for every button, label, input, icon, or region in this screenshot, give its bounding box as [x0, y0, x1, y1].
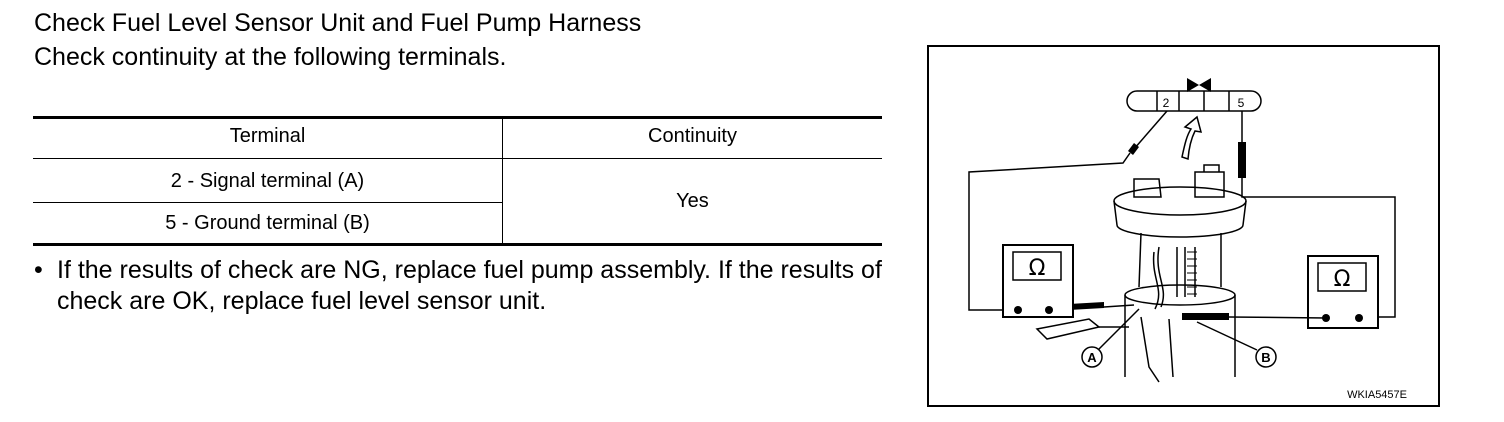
table-header-rule — [33, 158, 882, 159]
table-top-rule — [33, 116, 882, 119]
terminal-5-label: 5 — [1238, 96, 1245, 110]
ohm-icon-left: Ω — [1029, 256, 1046, 281]
table-bottom-rule — [33, 243, 882, 246]
table-cell-terminal-5: 5 - Ground terminal (B) — [165, 212, 370, 234]
continuity-diagram: 2 5 Ω Ω A B WKIA5457E — [927, 45, 1440, 407]
callout-b-label: B — [1261, 350, 1270, 365]
section-heading: Check Fuel Level Sensor Unit and Fuel Pu… — [34, 9, 642, 37]
connector-arrow-icon — [1181, 115, 1203, 161]
probe-b-icon — [1238, 142, 1246, 178]
table-header-continuity: Continuity — [648, 125, 737, 147]
note-text: If the results of check are NG, replace … — [57, 256, 882, 315]
callout-b-icon — [1255, 346, 1277, 368]
wire-b-lead — [1241, 177, 1396, 318]
table-cell-terminal-2: 2 - Signal terminal (A) — [170, 170, 365, 192]
connector-lock-icon — [1187, 78, 1211, 92]
probe-a-tip — [1133, 110, 1168, 150]
table-header-terminal: Terminal — [229, 125, 306, 147]
table-row-rule — [33, 202, 502, 203]
probe-a-icon — [1069, 302, 1104, 310]
table-column-divider — [502, 118, 503, 244]
figure-code: WKIA5457E — [1347, 389, 1407, 401]
diagram-svg: 2 5 Ω Ω A B WKIA5457E — [968, 78, 1407, 401]
fuel-pump-assembly — [1035, 164, 1247, 383]
terminal-2-label: 2 — [1163, 96, 1170, 110]
wire-a-lead — [968, 152, 1131, 311]
callout-a-label: A — [1087, 350, 1097, 365]
table-cell-continuity-value: Yes — [676, 190, 709, 212]
bullet-icon: • — [34, 256, 43, 284]
harness-connector — [1126, 90, 1262, 112]
float-arm — [1035, 318, 1101, 340]
callout-a-icon — [1081, 346, 1103, 368]
continuity-table: Terminal Continuity 2 - Signal terminal … — [33, 116, 882, 246]
ohmmeter-right — [1307, 255, 1379, 329]
ohmmeter-left — [1002, 244, 1074, 318]
instruction-text: Check continuity at the following termin… — [34, 43, 507, 71]
ohm-icon-right: Ω — [1334, 267, 1351, 292]
